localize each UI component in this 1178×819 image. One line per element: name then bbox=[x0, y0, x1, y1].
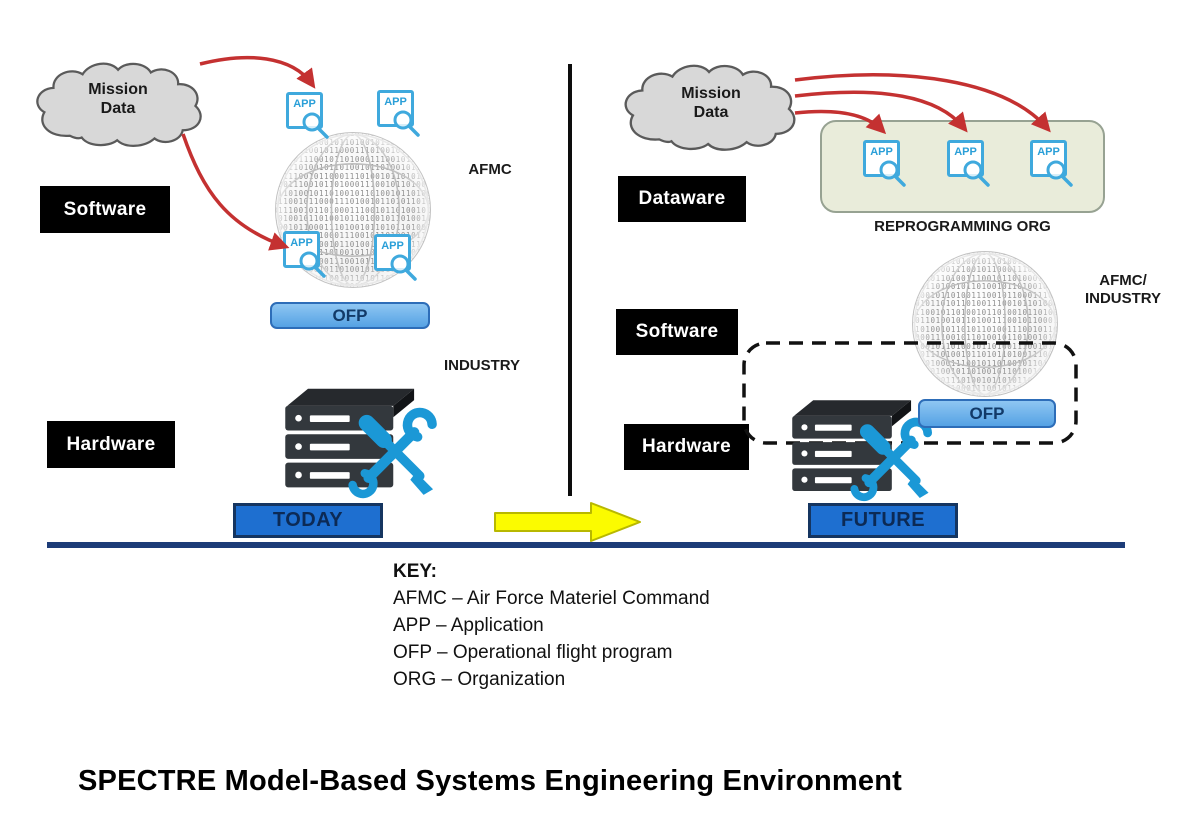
app-icon-future-1: APP bbox=[863, 140, 907, 188]
app-icon-future-3: APP bbox=[1030, 140, 1074, 188]
today-badge: TODAY bbox=[233, 503, 383, 538]
bottom-rule bbox=[47, 542, 1125, 548]
magnifier-icon bbox=[1046, 160, 1073, 187]
binary-data-globe-future: 0110100111001011010001110010110100101101… bbox=[912, 251, 1058, 397]
magnifier-icon bbox=[879, 160, 906, 187]
software-layer-label-today: Software bbox=[40, 186, 170, 233]
afmc-label: AFMC bbox=[468, 161, 512, 178]
key-entry-org: ORG – Organization bbox=[393, 669, 566, 690]
key-entry-afmc: AFMC – Air Force Materiel Command bbox=[393, 588, 710, 609]
app-icon-today-1: APP bbox=[286, 92, 330, 140]
hardware-layer-label-today: Hardware bbox=[47, 421, 175, 468]
magnifier-icon bbox=[393, 110, 420, 137]
today-to-future-arrow-icon bbox=[494, 502, 641, 542]
key-heading: KEY: bbox=[393, 561, 437, 582]
dataware-layer-label: Dataware bbox=[618, 176, 746, 222]
magnifier-icon bbox=[390, 254, 417, 281]
mission-data-cloud-label-future: Mission Data bbox=[681, 85, 741, 121]
magnifier-icon bbox=[299, 251, 326, 278]
hardware-layer-label-future: Hardware bbox=[624, 424, 749, 470]
app-icon-today-2: APP bbox=[377, 90, 421, 138]
magnifier-icon bbox=[302, 112, 329, 139]
app-icon-today-3: APP bbox=[283, 231, 327, 279]
server-maintenance-icon-today bbox=[272, 376, 452, 502]
app-icon-future-2: APP bbox=[947, 140, 991, 188]
software-layer-label-future: Software bbox=[616, 309, 738, 355]
afmc-industry-label: AFMC/ INDUSTRY bbox=[1084, 272, 1162, 307]
key-entry-app: APP – Application bbox=[393, 615, 544, 636]
ofp-badge-future: OFP bbox=[918, 399, 1056, 428]
key-entry-ofp: OFP – Operational flight program bbox=[393, 642, 673, 663]
reprogramming-org-label: REPROGRAMMING ORG bbox=[874, 218, 1051, 235]
magnifier-icon bbox=[963, 160, 990, 187]
ofp-badge-today: OFP bbox=[270, 302, 430, 329]
mission-data-cloud-label: Mission Data bbox=[88, 81, 148, 117]
page-title: SPECTRE Model-Based Systems Engineering … bbox=[78, 765, 902, 797]
today-future-divider bbox=[568, 64, 572, 496]
key-legend: KEY: AFMC – Air Force Materiel Command A… bbox=[393, 558, 710, 693]
industry-label: INDUSTRY bbox=[443, 357, 521, 374]
app-icon-today-4: APP bbox=[374, 234, 418, 282]
future-badge: FUTURE bbox=[808, 503, 958, 538]
